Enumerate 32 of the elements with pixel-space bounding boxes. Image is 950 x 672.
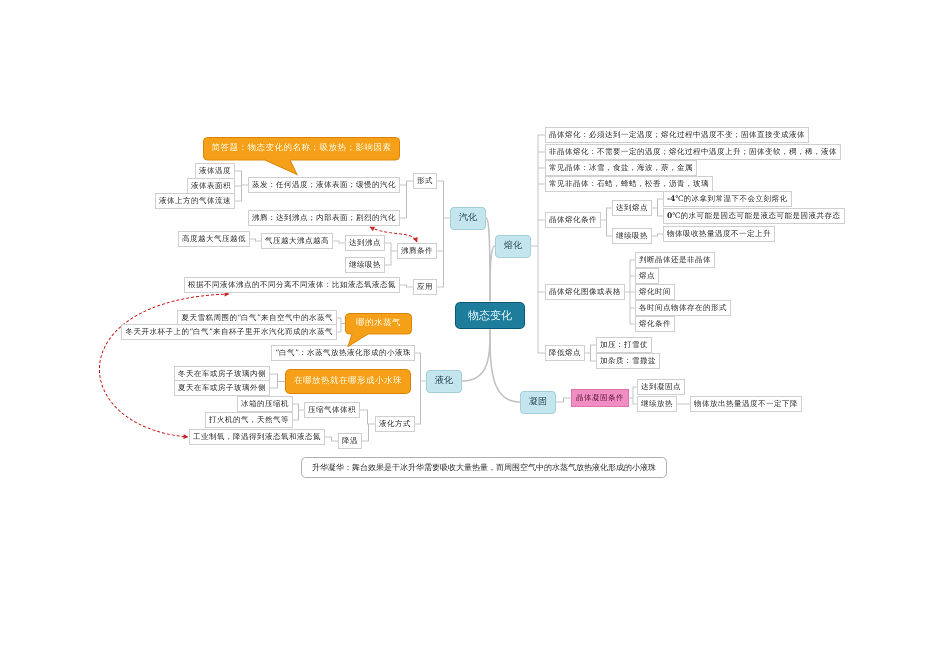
connector-line <box>250 238 262 242</box>
dashed-arrow <box>370 226 418 242</box>
connector-line <box>400 284 414 288</box>
topic-box: 凝固 <box>520 390 556 414</box>
connector-line <box>556 398 572 402</box>
connector-line <box>414 380 426 424</box>
topic-box: 液化 <box>426 370 462 392</box>
connector-line <box>652 208 664 216</box>
connector-line <box>234 184 248 202</box>
central-topic: 物态变化 <box>455 302 525 328</box>
connector-line <box>436 218 450 288</box>
connector-line <box>332 240 346 244</box>
connector-line <box>384 250 398 266</box>
connector-line <box>489 328 520 403</box>
connector-line <box>628 398 638 404</box>
connector-line <box>489 245 496 302</box>
connector-line <box>400 180 414 218</box>
connector-line <box>624 292 636 324</box>
connector-line <box>584 352 596 362</box>
note-box: 升华凝华：舞台效果是干冰升华需要吸收大量热量，而周围空气中的水蒸气放热液化形成的小液珠 <box>301 456 667 478</box>
connector-line <box>270 381 286 388</box>
connector-line <box>336 323 346 332</box>
connector-line <box>292 410 304 420</box>
connector-line <box>324 436 338 442</box>
topic-box: 熔化 <box>495 234 531 258</box>
connector-line <box>652 234 664 236</box>
connector-line <box>600 220 612 236</box>
dashed-arrow <box>99 292 230 439</box>
topic-box: 汽化 <box>450 206 486 230</box>
callout-bubble: 哪的水蒸气 <box>345 313 412 347</box>
callout-box: 在哪放热就在哪形成小水珠 <box>285 369 411 394</box>
connector-line <box>362 424 376 442</box>
